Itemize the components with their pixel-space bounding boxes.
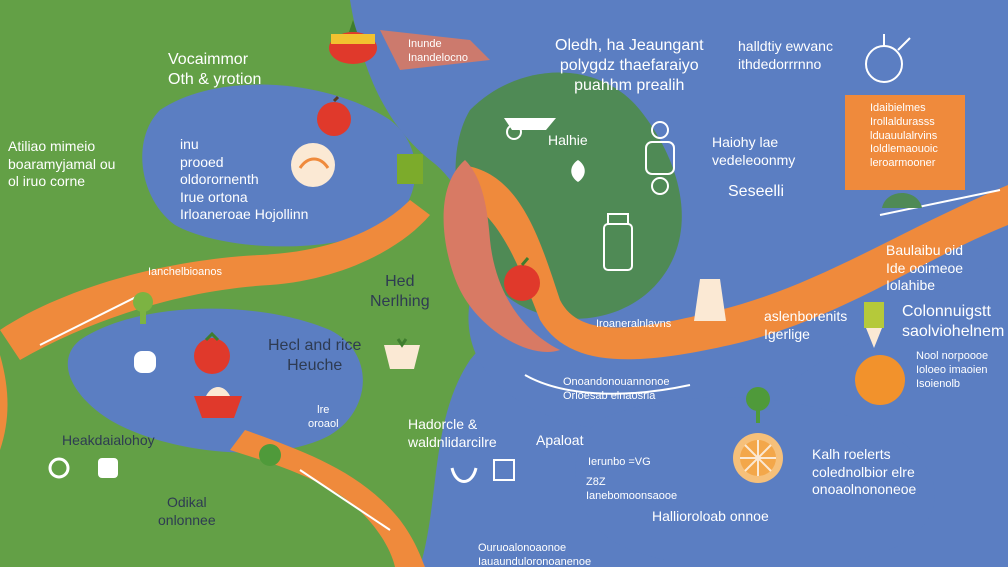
salmon-flag [380,30,490,70]
label-apple-small: Apaloat [536,432,584,448]
label-right-block-low: Nool norpoooe Ioloeo imaoien Isoienolb [916,350,989,390]
food-bowl-icon [329,20,377,64]
label-bottom-center: Hadorcle & waldnlidarcilre [408,416,497,450]
road-arrow-line [39,294,141,346]
square-icon [98,458,118,478]
dark-green-blob [455,72,682,319]
apple-icon [317,95,351,136]
label-healthy-lae: Haiohy lae vedeleoonmy [712,134,796,168]
label-vegetables: Vocaimmor Oth & yrotion [168,51,262,88]
label-right-block-mid: aslenborenits Igerlige [764,308,848,342]
citrus-slice-icon [733,433,783,483]
curve-arrow-line [524,374,691,395]
orange-road-main [455,165,1008,360]
label-orange-box-lines: Idaibielmes Irollaldurasss lduauulalrvin… [870,102,938,169]
fish-bowl-icon [194,387,242,418]
bottle-icon [694,279,726,321]
label-lower-middle: Onoandonouannonoe Orloesab elnaosrla [563,376,670,402]
orange-road-bottom [230,430,425,567]
label-clean-hero: Oledh, ha Jeaungant polygdz thaefaraiyo … [555,37,704,94]
label-lake-small: lre oroaol [308,404,339,430]
lamp-icon [134,351,156,373]
label-pond-block: inu prooed oldorornenth Irue ortona Irlo… [180,136,309,222]
label-hatt-bottom: Hallioroloab onnoe [652,508,769,524]
label-farm-top: Inunde Inandelocno [408,38,468,64]
orange-info-box [845,95,965,190]
salmon-road [443,160,560,352]
label-coloring: Colonnuigstt saolviohelnem [902,303,1005,340]
leaf-plant-icon [746,387,770,423]
label-organic-bottom-left: Odikal onlonnee [158,494,216,528]
orange-road-edge [0,355,8,450]
label-health-top-right: halldtiy ewvanc ithdedorrrnno [738,38,833,72]
frame-icon [493,459,515,481]
road-arrow-line [879,189,1001,216]
label-seseelli: Seseelli [728,183,785,200]
label-right-block-top: Baulaibu oid Ide ooimeoe Iolahibe [886,242,964,293]
label-bottom-water-a: Ierunbo =VG [588,456,651,468]
orange-fruit-icon [855,355,905,405]
label-left-balance: Atiliao mimeio boaramyjamal ou ol iruo c… [8,138,116,189]
person-line-icon [645,121,675,195]
cup-icon [384,338,420,369]
orange-road-left [0,200,430,360]
label-bottom-water-b: Z8Z Ianebomoonsaooe [586,476,678,502]
seed-icon [571,160,585,182]
herb-icon [259,444,281,466]
label-lower-road-right: Iroaneralnlavns [596,318,672,330]
broccoli-icon [133,292,153,324]
label-hed-nerlhing: Hed Nerlhing [370,273,430,310]
celery-icon [864,302,884,348]
label-helthe: Halhie [548,132,588,148]
jar-line-icon [603,213,633,271]
road-arrow-line [299,469,391,531]
label-heal-and-hue: Hecl and rice Heuche [268,337,362,374]
label-healthy-bottom-left: Heakdaialohoy [62,432,155,448]
label-footer-line: Ouruoalonoaonoe Iauaunduloronoanenoe [478,542,592,567]
ring-icon [48,457,70,479]
tomato-icon [194,331,230,374]
green-dome-icon [882,193,922,208]
blue-lake-lower [67,308,363,453]
label-road-small-left: Ianchelbioanos [148,266,223,278]
ship-line-icon [504,118,556,140]
kettle-line-icon [865,34,911,83]
apple-red-icon [504,257,540,301]
hook-icon [450,467,478,483]
citrus-icon [291,143,335,187]
label-bottom-right: Kalh roelerts colednolbior elre onoaolno… [812,446,917,497]
gift-box-icon [397,154,423,184]
